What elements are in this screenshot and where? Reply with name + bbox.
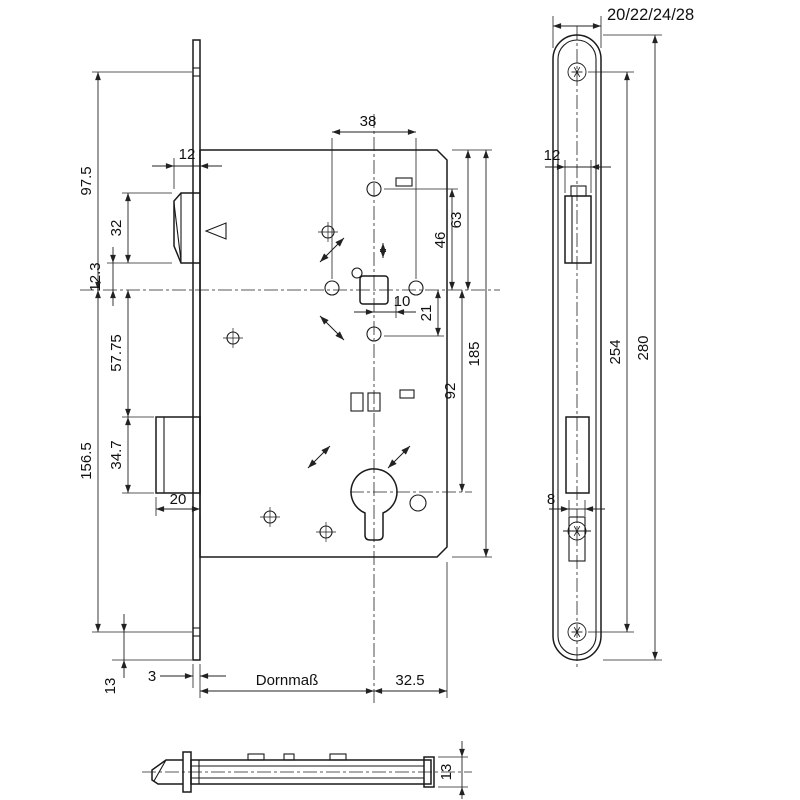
dim-side-12-label: 12 [544,147,561,164]
faceplate-front [192,39,201,661]
spindle-block-right [367,392,381,412]
follower-square [359,275,389,305]
boss-1 [247,753,265,761]
latch-side [564,195,592,264]
latch-tip-bottom-view [151,759,183,785]
dimension-lines [95,23,658,799]
dim-156-5-label: 156.5 [78,442,95,480]
dim-254-label: 254 [607,339,624,364]
front-view [155,39,448,661]
dim-side-8-label: 8 [547,491,555,508]
dim-63-label: 63 [448,212,465,229]
boss-2 [283,753,295,761]
dim-280-label: 280 [635,335,652,360]
latch-bolt [173,192,200,264]
deadbolt [155,416,201,494]
faceplate-side-inner-edge [557,39,597,656]
dim-32-label: 32 [108,220,125,237]
screw-hole-cross-1 [317,221,339,243]
screw-hole-cross-4 [315,521,337,543]
dim-backset-label: Dornmaß [256,672,319,689]
dim-12-latch-label: 12 [179,146,196,163]
dimension-labels: 38 12 97.5 32 12.3 57.75 156.5 34.7 20 3… [78,6,694,780]
side-view [552,34,602,661]
hole-right-of-cylinder [409,494,427,512]
dim-20-label: 20 [170,491,187,508]
spindle-block-left [350,392,364,412]
extension-lines [92,16,662,788]
stop-lug-top [395,177,413,187]
deadbolt-side [565,416,590,494]
faceplate-screw-hole-marks [193,67,200,637]
dim-32-5-label: 32.5 [395,672,424,689]
dim-46-label: 46 [432,232,449,249]
boss-3 [329,753,347,761]
screw-hole-cross-3 [259,506,281,528]
dim-21-label: 21 [418,305,435,322]
spring-arrows [307,237,411,469]
dim-57-75-label: 57.75 [108,334,125,372]
lock-case [199,149,448,558]
dim-13-bottom-label: 13 [438,764,455,781]
dim-92-label: 92 [442,383,459,400]
screw-hole-cross-2 [222,327,244,349]
case-end-cap [423,756,435,788]
dim-3-label: 3 [148,668,156,685]
latch-side-step [570,185,587,197]
case-bottom-view [190,759,432,785]
dim-97-5-label: 97.5 [78,166,95,195]
follower-detent [351,267,363,279]
dim-12-3-label: 12.3 [87,262,104,291]
dim-38-label: 38 [360,113,377,130]
bottom-view [151,751,435,793]
dim-34-7-label: 34.7 [108,440,125,469]
faceplate-side [552,34,602,661]
dim-185-label: 185 [466,341,483,366]
euro-cylinder-profile [350,468,398,541]
latch-guide-wedge [204,222,227,240]
stop-lug-mid [399,389,415,399]
hole-top [366,181,382,197]
middle-screw-slot [568,516,586,562]
dim-plate-widths-label: 20/22/24/28 [607,6,694,24]
fixing-hole-right [408,280,424,296]
dim-13-left-label: 13 [102,678,119,695]
dim-10-label: 10 [394,293,411,310]
hole-below-follower [366,326,382,342]
fixing-hole-left [324,280,340,296]
